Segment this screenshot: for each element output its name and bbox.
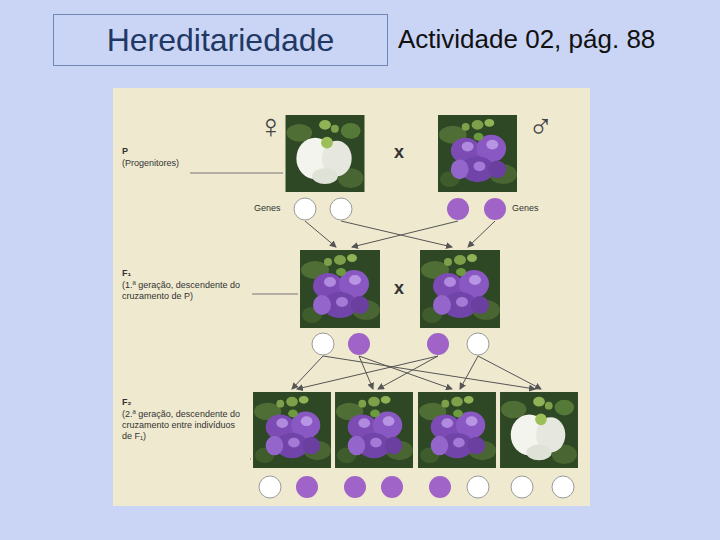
gene-circle [429, 476, 451, 498]
gene-arrow [352, 221, 458, 247]
gene-circle [484, 198, 506, 220]
white-flower-photo [286, 115, 365, 192]
purple-flower-photo [418, 392, 496, 468]
genes-label: Genes [512, 203, 539, 214]
gene-circle [259, 476, 281, 498]
female-symbol: ♀ [258, 106, 284, 147]
generation-description: (Progenitores) [122, 158, 179, 169]
purple-flower-photo [335, 392, 413, 468]
activity-reference: Actividade 02, pág. 88 [398, 24, 655, 55]
cross-symbol: x [394, 142, 404, 164]
gene-arrow [323, 356, 535, 389]
gene-circle [467, 476, 489, 498]
gene-arrow [468, 221, 495, 247]
gene-arrow [297, 356, 438, 389]
purple-flower-photo [253, 392, 331, 468]
generation-label: P [122, 146, 128, 157]
gene-circle [312, 333, 334, 355]
generation-label: F₁ [122, 268, 131, 279]
cross-symbol: x [394, 278, 404, 300]
generation-label: F₂ [122, 397, 132, 408]
generation-description: (1.ª geração, descendente do cruzamento … [122, 280, 247, 302]
gene-arrow [478, 356, 541, 389]
purple-flower-photo [300, 250, 380, 328]
gene-circle [330, 198, 352, 220]
leader-line [250, 459, 251, 460]
gene-circle [348, 333, 370, 355]
gene-circle [427, 333, 449, 355]
gene-circle [294, 198, 316, 220]
gene-circle [511, 476, 533, 498]
gene-circle [381, 476, 403, 498]
gene-arrow [460, 356, 478, 389]
gene-circle [296, 476, 318, 498]
gene-circle [552, 476, 574, 498]
white-flower-photo [500, 392, 578, 468]
gene-arrow [359, 356, 452, 389]
title-box: Hereditariedade [53, 14, 388, 66]
gene-arrow [305, 221, 336, 247]
purple-flower-photo [420, 250, 500, 328]
purple-flower-photo [438, 115, 517, 192]
leader-line [252, 294, 298, 295]
gene-circle [467, 333, 489, 355]
genes-label: Genes [254, 203, 281, 214]
title-text: Hereditariedade [107, 22, 335, 59]
gene-circle [344, 476, 366, 498]
book-page [113, 88, 590, 506]
leader-line [190, 173, 283, 174]
generation-description: (2.ª geração, descendente do cruzamento … [122, 409, 247, 441]
gene-arrow [378, 356, 438, 389]
male-symbol: ♂ [528, 106, 554, 147]
gene-circle [447, 198, 469, 220]
gene-arrow [341, 221, 452, 247]
